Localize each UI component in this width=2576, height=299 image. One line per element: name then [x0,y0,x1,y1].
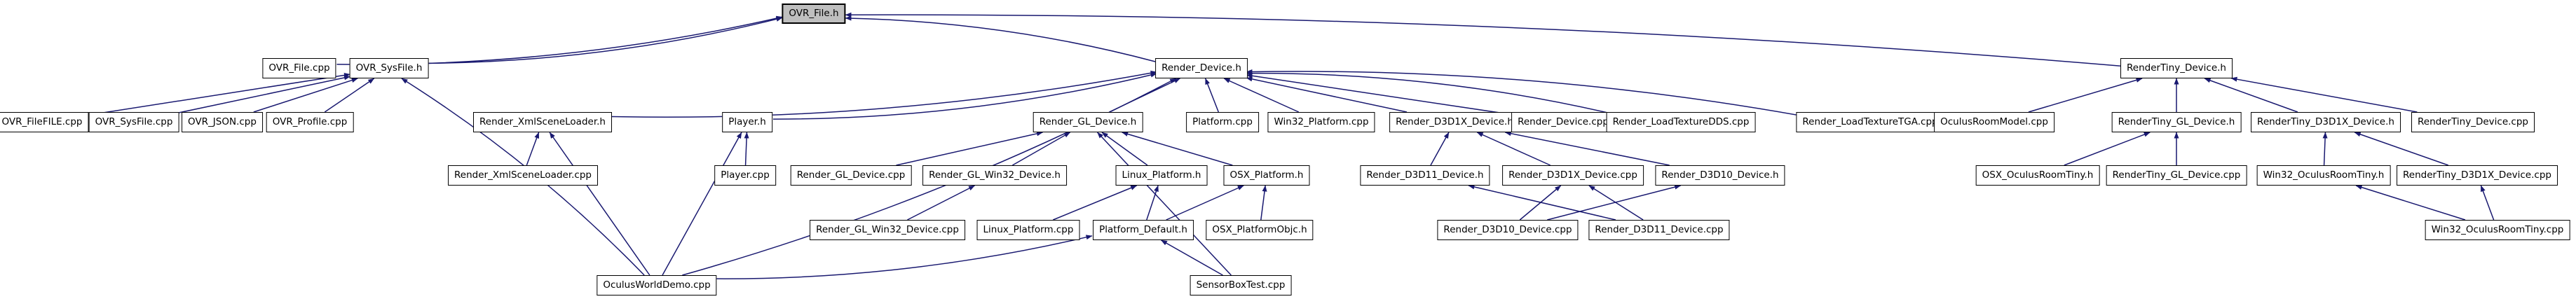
graph-node-Render_D3D10_Device_cpp[interactable]: Render_D3D10_Device.cpp [1437,220,1579,240]
graph-edge-Render_D3D10_Device_cpp-to-Render_D3D10_Device_h [1547,184,1682,221]
graph-node-Render_Device_cpp[interactable]: Render_Device.cpp [1511,112,1615,132]
graph-edge-Render_XmlSceneLoader_cpp-to-Render_XmlSceneLoader_h [526,132,540,166]
graph-edge-Win32_OculusRoomTiny_cpp-to-RenderTiny_D3D1X_Device_cpp [2480,185,2495,221]
graph-edge-Render_GL_Device_cpp-to-Render_GL_Device_h [896,131,1043,166]
graph-node-Render_D3D10_Device_h[interactable]: Render_D3D10_Device.h [1655,165,1785,186]
graph-edge-Win32_Platform_cpp-to-Render_Device_h [1223,78,1300,113]
graph-node-OVR_FileFILE_cpp[interactable]: OVR_FileFILE.cpp [0,112,89,132]
graph-edge-Player_h-to-Render_Device_h [772,72,1157,120]
graph-node-OVR_JSON_cpp[interactable]: OVR_JSON.cpp [182,112,263,132]
graph-node-Render_D3D11_Device_cpp[interactable]: Render_D3D11_Device.cpp [1588,220,1730,240]
graph-edge-OVR_JSON_cpp-to-OVR_SysFile_h [253,78,358,113]
graph-edge-OVR_FileFILE_cpp-to-OVR_SysFile_h [82,72,350,117]
graph-node-Render_D3D11_Device_h[interactable]: Render_D3D11_Device.h [1360,165,1490,186]
graph-node-OSX_Platform_h[interactable]: OSX_Platform.h [1223,165,1310,186]
graph-node-OVR_Profile_cpp[interactable]: OVR_Profile.cpp [266,112,354,132]
graph-node-Render_GL_Device_cpp[interactable]: Render_GL_Device.cpp [790,165,912,186]
graph-node-OSX_OculusRoomTiny_h[interactable]: OSX_OculusRoomTiny.h [1975,165,2100,186]
graph-edge-OVR_SysFile_cpp-to-OVR_SysFile_h [172,75,350,115]
graph-edge-Platform_Default_h-to-OSX_Platform_h [1166,185,1244,221]
graph-node-Win32_OculusRoomTiny_cpp[interactable]: Win32_OculusRoomTiny.cpp [2425,220,2570,240]
graph-node-Platform_cpp[interactable]: Platform.cpp [1186,112,1259,132]
graph-edge-Render_GL_Win32_Device_cpp-to-Render_GL_Win32_Device_h [907,185,976,221]
graph-edge-Win32_OculusRoomTiny_h-to-RenderTiny_D3D1X_Device_h [2322,132,2328,166]
graph-node-OSX_PlatformObjc_h[interactable]: OSX_PlatformObjc.h [1206,220,1314,240]
graph-node-OculusRoomModel_cpp[interactable]: OculusRoomModel.cpp [1934,112,2054,132]
graph-node-Render_D3D1X_Device_h[interactable]: Render_D3D1X_Device.h [1389,112,1520,132]
graph-edge-OVR_Profile_cpp-to-OVR_SysFile_h [324,78,375,113]
graph-node-Render_XmlSceneLoader_h[interactable]: Render_XmlSceneLoader.h [473,112,612,132]
graph-node-OculusWorldDemo_cpp[interactable]: OculusWorldDemo.cpp [597,275,717,295]
graph-edge-OculusWorldDemo_cpp-to-Platform_Default_h [714,235,1093,279]
graph-node-Linux_Platform_h[interactable]: Linux_Platform.h [1115,165,1208,186]
graph-edge-SensorBoxTest_cpp-to-Platform_Default_h [1161,239,1223,276]
graph-edge-Render_D3D1X_Device_h-to-Render_Device_h [1246,76,1408,113]
graph-edge-Render_D3D11_Device_cpp-to-Render_D3D11_Device_h [1468,184,1616,221]
graph-node-Linux_Platform_cpp[interactable]: Linux_Platform.cpp [976,220,1080,240]
graph-edge-OculusWorldDemo_cpp-to-Render_XmlSceneLoader_h [549,132,650,276]
graph-edge-RenderTiny_Device_h-to-OVR_File_h [845,12,2122,67]
graph-node-RenderTiny_Device_h[interactable]: RenderTiny_Device.h [2120,58,2233,78]
graph-edge-Player_cpp-to-Player_h [744,132,749,166]
graph-edge-OSX_Platform_h-to-Render_GL_Device_h [1122,132,1233,166]
graph-edge-Render_XmlSceneLoader_h-to-Render_Device_h [611,70,1157,118]
graph-node-RenderTiny_D3D1X_Device_h[interactable]: RenderTiny_D3D1X_Device.h [2251,112,2401,132]
graph-node-Platform_Default_h[interactable]: Platform_Default.h [1093,220,1194,240]
graph-node-Render_LoadTextureDDS_cpp[interactable]: Render_LoadTextureDDS.cpp [1606,112,1756,132]
graph-node-Render_XmlSceneLoader_cpp[interactable]: Render_XmlSceneLoader.cpp [448,165,598,186]
graph-node-Player_cpp[interactable]: Player.cpp [714,165,776,186]
graph-node-OVR_SysFile_h[interactable]: OVR_SysFile.h [349,58,429,78]
graph-edge-Render_D3D1X_Device_cpp-to-Render_D3D1X_Device_h [1476,132,1551,166]
graph-edge-RenderTiny_D3D1X_Device_cpp-to-RenderTiny_D3D1X_Device_h [2354,132,2449,166]
graph-edge-Linux_Platform_cpp-to-Linux_Platform_h [1053,185,1138,221]
graph-edge-Render_D3D11_Device_h-to-Render_D3D1X_Device_h [1430,132,1450,166]
graph-node-OVR_SysFile_cpp[interactable]: OVR_SysFile.cpp [88,112,179,132]
graph-node-Render_D3D1X_Device_cpp[interactable]: Render_D3D1X_Device.cpp [1502,165,1644,186]
graph-node-Render_GL_Device_h[interactable]: Render_GL_Device.h [1033,112,1143,132]
graph-edge-OculusWorldDemo_cpp-to-Player_h [662,132,742,276]
graph-edge-Platform_Default_h-to-Linux_Platform_h [1146,185,1159,221]
graph-edge-Render_LoadTextureDDS_cpp-to-Render_Device_h [1246,71,1618,116]
graph-node-Render_GL_Win32_Device_cpp[interactable]: Render_GL_Win32_Device.cpp [810,220,965,240]
graph-node-Win32_Platform_cpp[interactable]: Win32_Platform.cpp [1267,112,1375,132]
graph-edge-Render_Device_cpp-to-Render_Device_h [1246,73,1522,117]
graph-edge-Render_GL_Win32_Device_h-to-Render_GL_Device_h [1012,132,1071,166]
graph-edge-OVR_SysFile_h-to-OVR_File_h [428,16,783,64]
graph-node-OVR_File_h[interactable]: OVR_File.h [782,4,846,24]
graph-node-RenderTiny_D3D1X_Device_cpp[interactable]: RenderTiny_D3D1X_Device.cpp [2397,165,2558,186]
graph-edge-Render_Device_h-to-OVR_File_h [845,15,1157,63]
graph-edge-SensorBoxTest_cpp-to-Render_GL_Device_h [1097,132,1232,276]
graph-edge-OVR_File_cpp-to-OVR_File_h [336,15,783,65]
graph-edge-OSX_PlatformObjc_h-to-OSX_Platform_h [1260,185,1267,221]
graph-edge-RenderTiny_Device_cpp-to-RenderTiny_Device_h [2230,76,2418,113]
graph-node-RenderTiny_Device_cpp[interactable]: RenderTiny_Device.cpp [2411,112,2535,132]
graph-edge-Render_LoadTextureTGA_cpp-to-Render_Device_h [1246,69,1811,118]
graph-node-SensorBoxTest_cpp[interactable]: SensorBoxTest.cpp [1190,275,1292,295]
graph-node-Render_GL_Win32_Device_h[interactable]: Render_GL_Win32_Device.h [922,165,1067,186]
graph-edge-Render_D3D10_Device_h-to-Render_D3D1X_Device_h [1504,131,1670,166]
graph-node-RenderTiny_GL_Device_cpp[interactable]: RenderTiny_GL_Device.cpp [2106,165,2247,186]
graph-edge-RenderTiny_D3D1X_Device_h-to-RenderTiny_Device_h [2204,78,2298,113]
graph-edge-OculusRoomModel_cpp-to-RenderTiny_Device_h [2028,78,2143,113]
graph-node-Win32_OculusRoomTiny_h[interactable]: Win32_OculusRoomTiny.h [2256,165,2391,186]
graph-node-RenderTiny_GL_Device_h[interactable]: RenderTiny_GL_Device.h [2111,112,2242,132]
graph-node-Player_h[interactable]: Player.h [722,112,772,132]
graph-edge-Linux_Platform_h-to-Render_GL_Device_h [1101,132,1148,166]
graph-edge-Platform_cpp-to-Render_Device_h [1204,78,1220,113]
graph-edge-Win32_OculusRoomTiny_cpp-to-Win32_OculusRoomTiny_h [2355,185,2466,221]
graph-node-OVR_File_cpp[interactable]: OVR_File.cpp [262,58,336,78]
graph-node-Render_Device_h[interactable]: Render_Device.h [1155,58,1248,78]
graph-edge-OSX_OculusRoomTiny_h-to-RenderTiny_GL_Device_h [2064,132,2151,166]
graph-node-Render_LoadTextureTGA_cpp[interactable]: Render_LoadTextureTGA.cpp [1796,112,1944,132]
